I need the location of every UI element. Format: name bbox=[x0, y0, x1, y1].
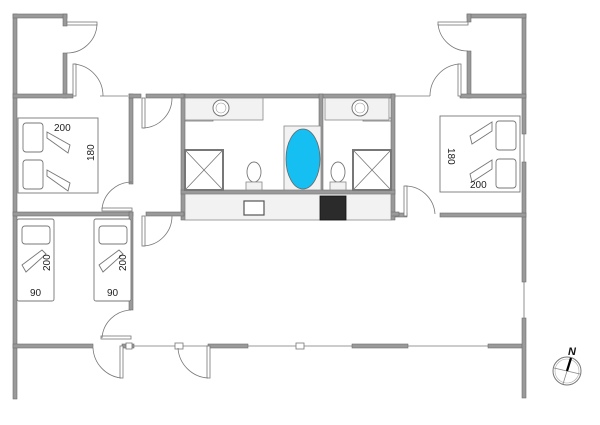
compass-label: N bbox=[568, 346, 577, 358]
bed-width-label: 90 bbox=[30, 288, 42, 299]
single-bed-1: 200 90 bbox=[16, 218, 55, 302]
bed-length-label: 200 bbox=[118, 254, 129, 271]
compass-icon: N bbox=[552, 346, 582, 386]
bathtub bbox=[285, 128, 321, 190]
double-bed-left: 200 180 bbox=[17, 117, 99, 194]
single-bed-2: 200 90 bbox=[93, 218, 132, 302]
bed-length-label: 200 bbox=[54, 123, 71, 134]
bed-width-label: 180 bbox=[86, 144, 97, 161]
bed-length-label: 200 bbox=[42, 254, 53, 271]
bed-width-label: 180 bbox=[445, 148, 456, 165]
windows bbox=[100, 95, 525, 350]
stove bbox=[319, 195, 347, 221]
bed-length-label: 200 bbox=[470, 180, 487, 191]
bed-width-label: 90 bbox=[107, 288, 119, 299]
bathroom-fixtures bbox=[184, 97, 392, 221]
double-bed-right: 200 180 bbox=[439, 115, 521, 193]
